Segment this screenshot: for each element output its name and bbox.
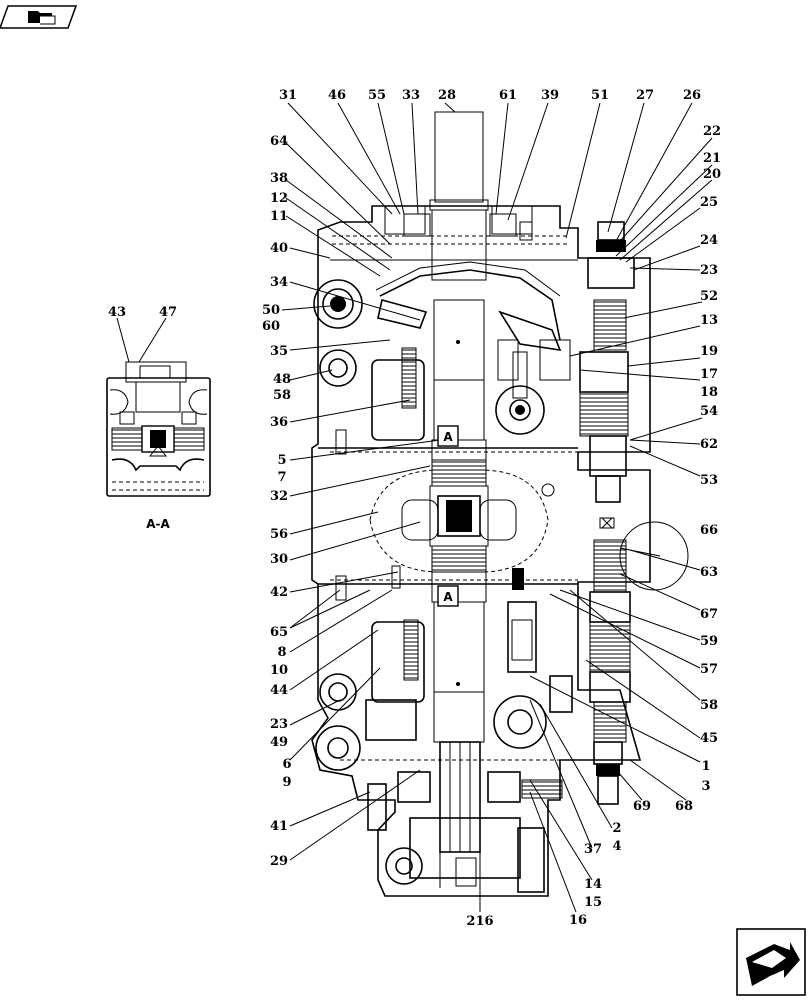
callout-1: 1	[701, 759, 710, 774]
section-view-title: A-A	[146, 517, 170, 531]
callout-9: 9	[282, 775, 291, 790]
callout-3: 3	[701, 779, 710, 794]
callout-68: 68	[675, 799, 693, 814]
callout-20: 20	[703, 167, 721, 182]
callout-58-left: 58	[273, 388, 291, 403]
callout-17: 17	[700, 367, 718, 382]
callout-53: 53	[700, 473, 718, 488]
callout-18: 18	[700, 385, 718, 400]
section-view-a-a	[106, 317, 211, 497]
leader-lines	[281, 102, 713, 913]
open-folder-icon[interactable]	[0, 5, 78, 29]
callout-11: 11	[270, 209, 288, 224]
callout-50: 50	[262, 303, 280, 318]
callout-27: 27	[636, 88, 654, 103]
callout-24: 24	[700, 233, 718, 248]
callout-40: 40	[270, 241, 288, 256]
callout-45: 45	[700, 731, 718, 746]
callout-29: 29	[270, 854, 288, 869]
callout-31: 31	[279, 88, 297, 103]
callout-14: 14	[584, 877, 602, 892]
section-marker-upper: A	[437, 425, 459, 447]
svg-text:A: A	[443, 590, 453, 604]
callout-52: 52	[700, 289, 718, 304]
callout-62: 62	[700, 437, 718, 452]
callout-4: 4	[612, 839, 621, 854]
callout-64: 64	[270, 134, 288, 149]
callout-5: 5	[277, 453, 286, 468]
callout-41: 41	[270, 819, 288, 834]
callout-7: 7	[277, 470, 286, 485]
callout-2: 2	[612, 821, 621, 836]
callout-19: 19	[700, 344, 718, 359]
callout-37: 37	[584, 842, 602, 857]
callout-216: 216	[466, 914, 493, 929]
callout-63: 63	[700, 565, 718, 580]
callout-28: 28	[438, 88, 456, 103]
callout-13: 13	[700, 313, 718, 328]
callout-30: 30	[270, 552, 288, 567]
callout-59: 59	[700, 634, 718, 649]
callout-8: 8	[277, 645, 286, 660]
callout-54: 54	[700, 404, 718, 419]
callout-61: 61	[499, 88, 517, 103]
callout-35: 35	[270, 344, 288, 359]
callout-48: 48	[273, 372, 291, 387]
callout-66: 66	[700, 523, 718, 538]
callout-44: 44	[270, 683, 288, 698]
callout-57: 57	[700, 662, 718, 677]
callout-26: 26	[683, 88, 701, 103]
callout-23-right: 23	[700, 263, 718, 278]
callout-33: 33	[402, 88, 420, 103]
svg-text:A: A	[443, 430, 453, 444]
callout-51: 51	[591, 88, 609, 103]
section-marker-lower: A	[437, 585, 459, 607]
callout-32: 32	[270, 489, 288, 504]
callout-23-left: 23	[270, 717, 288, 732]
callout-12: 12	[270, 191, 288, 206]
callout-34: 34	[270, 275, 288, 290]
callout-16: 16	[569, 913, 587, 928]
callout-56: 56	[270, 527, 288, 542]
callout-38: 38	[270, 171, 288, 186]
callout-22: 22	[703, 124, 721, 139]
callout-36: 36	[270, 415, 288, 430]
next-page-arrow-icon[interactable]	[736, 928, 806, 996]
callout-39: 39	[541, 88, 559, 103]
callout-21: 21	[703, 151, 721, 166]
callout-58-right: 58	[700, 698, 718, 713]
callout-65: 65	[270, 625, 288, 640]
callout-10: 10	[270, 663, 288, 678]
callout-46: 46	[328, 88, 346, 103]
callout-60: 60	[262, 319, 280, 334]
callout-69: 69	[633, 799, 651, 814]
callout-55: 55	[368, 88, 386, 103]
valve-body	[311, 111, 689, 897]
callout-25: 25	[700, 195, 718, 210]
callout-42: 42	[270, 585, 288, 600]
callout-43: 43	[108, 305, 126, 320]
callout-49: 49	[270, 735, 288, 750]
callout-6: 6	[282, 757, 291, 772]
callout-15: 15	[584, 895, 602, 910]
callout-47: 47	[159, 305, 177, 320]
callout-67: 67	[700, 607, 718, 622]
